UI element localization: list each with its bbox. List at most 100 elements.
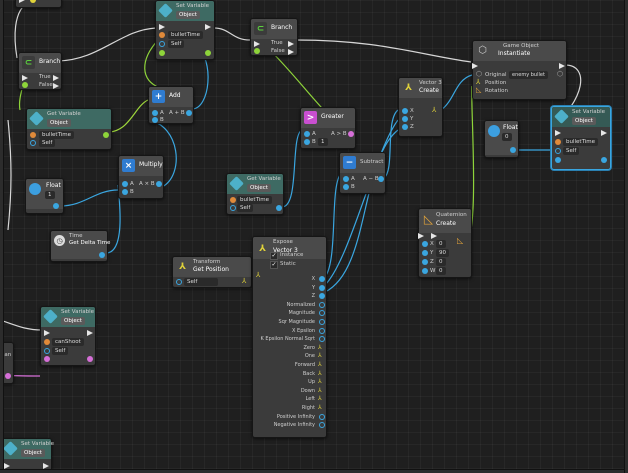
output-port[interactable] xyxy=(319,336,325,343)
set-variable-node-bottom[interactable]: Set Variable Object xyxy=(0,438,54,473)
target-port[interactable] xyxy=(30,140,36,146)
variable-kind-dropdown[interactable]: Object xyxy=(21,449,45,457)
name-port[interactable] xyxy=(159,32,165,38)
value-out-port[interactable] xyxy=(5,373,11,379)
a-port[interactable] xyxy=(122,181,128,187)
flow-out-port[interactable] xyxy=(431,233,437,239)
target-field[interactable]: Self xyxy=(237,204,254,212)
get-variable-node-2[interactable]: Get Variable Object bulletTime Self xyxy=(226,173,284,215)
variable-name-field[interactable]: bulletTime xyxy=(39,131,75,139)
output-port[interactable] xyxy=(319,301,325,308)
vector-out-icon[interactable]: ⅄ xyxy=(318,352,322,360)
float-value-field[interactable]: 1 xyxy=(45,191,55,199)
value-out-port[interactable] xyxy=(53,203,59,209)
position-port-icon[interactable]: ⅄ xyxy=(476,78,481,86)
y-value-field[interactable]: 90 xyxy=(436,249,449,257)
y-port[interactable] xyxy=(422,250,428,256)
result-port[interactable] xyxy=(156,181,162,187)
add-node[interactable]: + Add A A + B B xyxy=(148,86,194,124)
flow-in-port[interactable] xyxy=(19,0,25,3)
output-port[interactable] xyxy=(319,276,325,282)
false-flow-out-port[interactable] xyxy=(288,49,294,55)
value-out-port[interactable] xyxy=(601,157,607,163)
float-node-left[interactable]: Float 1 xyxy=(25,178,64,214)
time-node[interactable]: ◷ Time Get Delta Time xyxy=(50,230,110,262)
a-port[interactable] xyxy=(304,131,310,137)
vector-out-icon[interactable]: ⅄ xyxy=(318,378,322,386)
value-in-port[interactable] xyxy=(555,157,561,163)
value-in-port[interactable] xyxy=(44,356,50,362)
flow-in-port[interactable] xyxy=(44,330,50,336)
flow-in-port[interactable] xyxy=(555,130,561,136)
original-port-icon[interactable]: ⬡ xyxy=(476,70,483,78)
target-field[interactable]: Self xyxy=(184,278,218,286)
name-port[interactable] xyxy=(230,197,236,203)
vector3-create-node[interactable]: ⅄ Vector 3 Create X ⅄ Y Z xyxy=(398,77,443,137)
flow-in-port[interactable] xyxy=(418,233,424,239)
quaternion-out-icon[interactable]: ◺ xyxy=(457,236,464,245)
vector-in-icon[interactable]: ⅄ xyxy=(256,271,261,279)
variable-kind-dropdown[interactable]: Object xyxy=(61,317,85,325)
branch-node-left[interactable]: ⊂ Branch True False xyxy=(18,52,62,90)
variable-kind-dropdown[interactable]: Object xyxy=(572,117,596,125)
greater-node[interactable]: > Greater A A > B B 1 xyxy=(300,107,356,149)
x-port[interactable] xyxy=(422,241,428,247)
instantiate-node[interactable]: ⬡ Game Object Instantiate ⬡ Original ene… xyxy=(472,40,567,100)
flow-out-port[interactable] xyxy=(601,130,607,136)
set-variable-node-top[interactable]: Set Variable Object bulletTime Self xyxy=(155,0,215,60)
vector-out-icon[interactable]: ⅄ xyxy=(318,343,322,351)
output-port[interactable] xyxy=(319,293,325,300)
condition-port[interactable] xyxy=(254,48,260,54)
expose-vector3-node[interactable]: ⅄ Expose Vector 3 ✓ Instance ✓ Static ⅄ … xyxy=(252,236,327,438)
vector-out-icon[interactable]: ⅄ xyxy=(432,106,437,114)
true-flow-out-port[interactable] xyxy=(288,41,294,47)
rotation-port-icon[interactable]: ◺ xyxy=(476,86,482,94)
a-port[interactable] xyxy=(343,176,349,182)
flow-in-port[interactable] xyxy=(22,75,28,81)
true-flow-out-port[interactable] xyxy=(53,75,59,81)
target-port[interactable] xyxy=(159,41,165,47)
target-port[interactable] xyxy=(230,205,236,211)
flow-in-port[interactable] xyxy=(254,41,260,47)
value-port[interactable] xyxy=(30,0,36,3)
a-port[interactable] xyxy=(152,110,158,116)
z-port[interactable] xyxy=(422,259,428,265)
instance-out-icon[interactable]: ⬡ xyxy=(557,70,564,78)
variable-name-field[interactable]: bulletTime xyxy=(563,138,599,146)
b-port[interactable] xyxy=(152,117,158,123)
name-port[interactable] xyxy=(44,339,50,345)
variable-kind-dropdown[interactable]: Object xyxy=(47,119,71,127)
output-port[interactable] xyxy=(319,319,325,325)
subtract-node[interactable]: − Subtract A A − B B xyxy=(339,152,386,194)
b-port[interactable] xyxy=(122,189,128,195)
set-variable-node-mid[interactable]: Set Variable Object canShoot Self xyxy=(40,306,96,366)
flow-out-port[interactable] xyxy=(205,24,211,30)
flow-out-port[interactable] xyxy=(559,63,565,69)
target-port[interactable] xyxy=(555,148,561,154)
value-out-port[interactable] xyxy=(276,205,282,211)
position-out-icon[interactable]: ⅄ xyxy=(242,277,247,285)
x-port[interactable] xyxy=(402,108,408,114)
set-variable-node-right[interactable]: Set Variable Object bulletTime Self xyxy=(551,106,611,170)
z-value-field[interactable]: 0 xyxy=(436,258,446,266)
quaternion-create-node[interactable]: ◺ Quaternion Create ◺ X 0 Y 90 Z 0 W 0 xyxy=(418,208,472,278)
output-port[interactable] xyxy=(319,422,325,429)
original-value-field[interactable]: enemy bullet xyxy=(509,71,548,79)
static-checkbox[interactable]: ✓ xyxy=(270,261,278,269)
output-port[interactable] xyxy=(319,327,325,334)
vector-out-icon[interactable]: ⅄ xyxy=(318,395,322,403)
value-in-port[interactable] xyxy=(159,50,165,56)
target-field[interactable]: Self xyxy=(52,347,69,355)
float-node-right[interactable]: Float 0 xyxy=(484,120,519,158)
b-port[interactable] xyxy=(343,184,349,190)
b-port[interactable] xyxy=(304,139,310,145)
transform-get-position-node[interactable]: ⅄ Transform Get Position Self ⅄ xyxy=(172,256,252,288)
delta-time-port[interactable] xyxy=(99,252,105,258)
w-value-field[interactable]: 0 xyxy=(436,267,446,275)
partial-node-top-left[interactable] xyxy=(15,0,62,8)
name-port[interactable] xyxy=(30,132,36,138)
z-port[interactable] xyxy=(402,124,408,130)
flow-in-port[interactable] xyxy=(159,24,165,30)
condition-port[interactable] xyxy=(22,82,28,88)
